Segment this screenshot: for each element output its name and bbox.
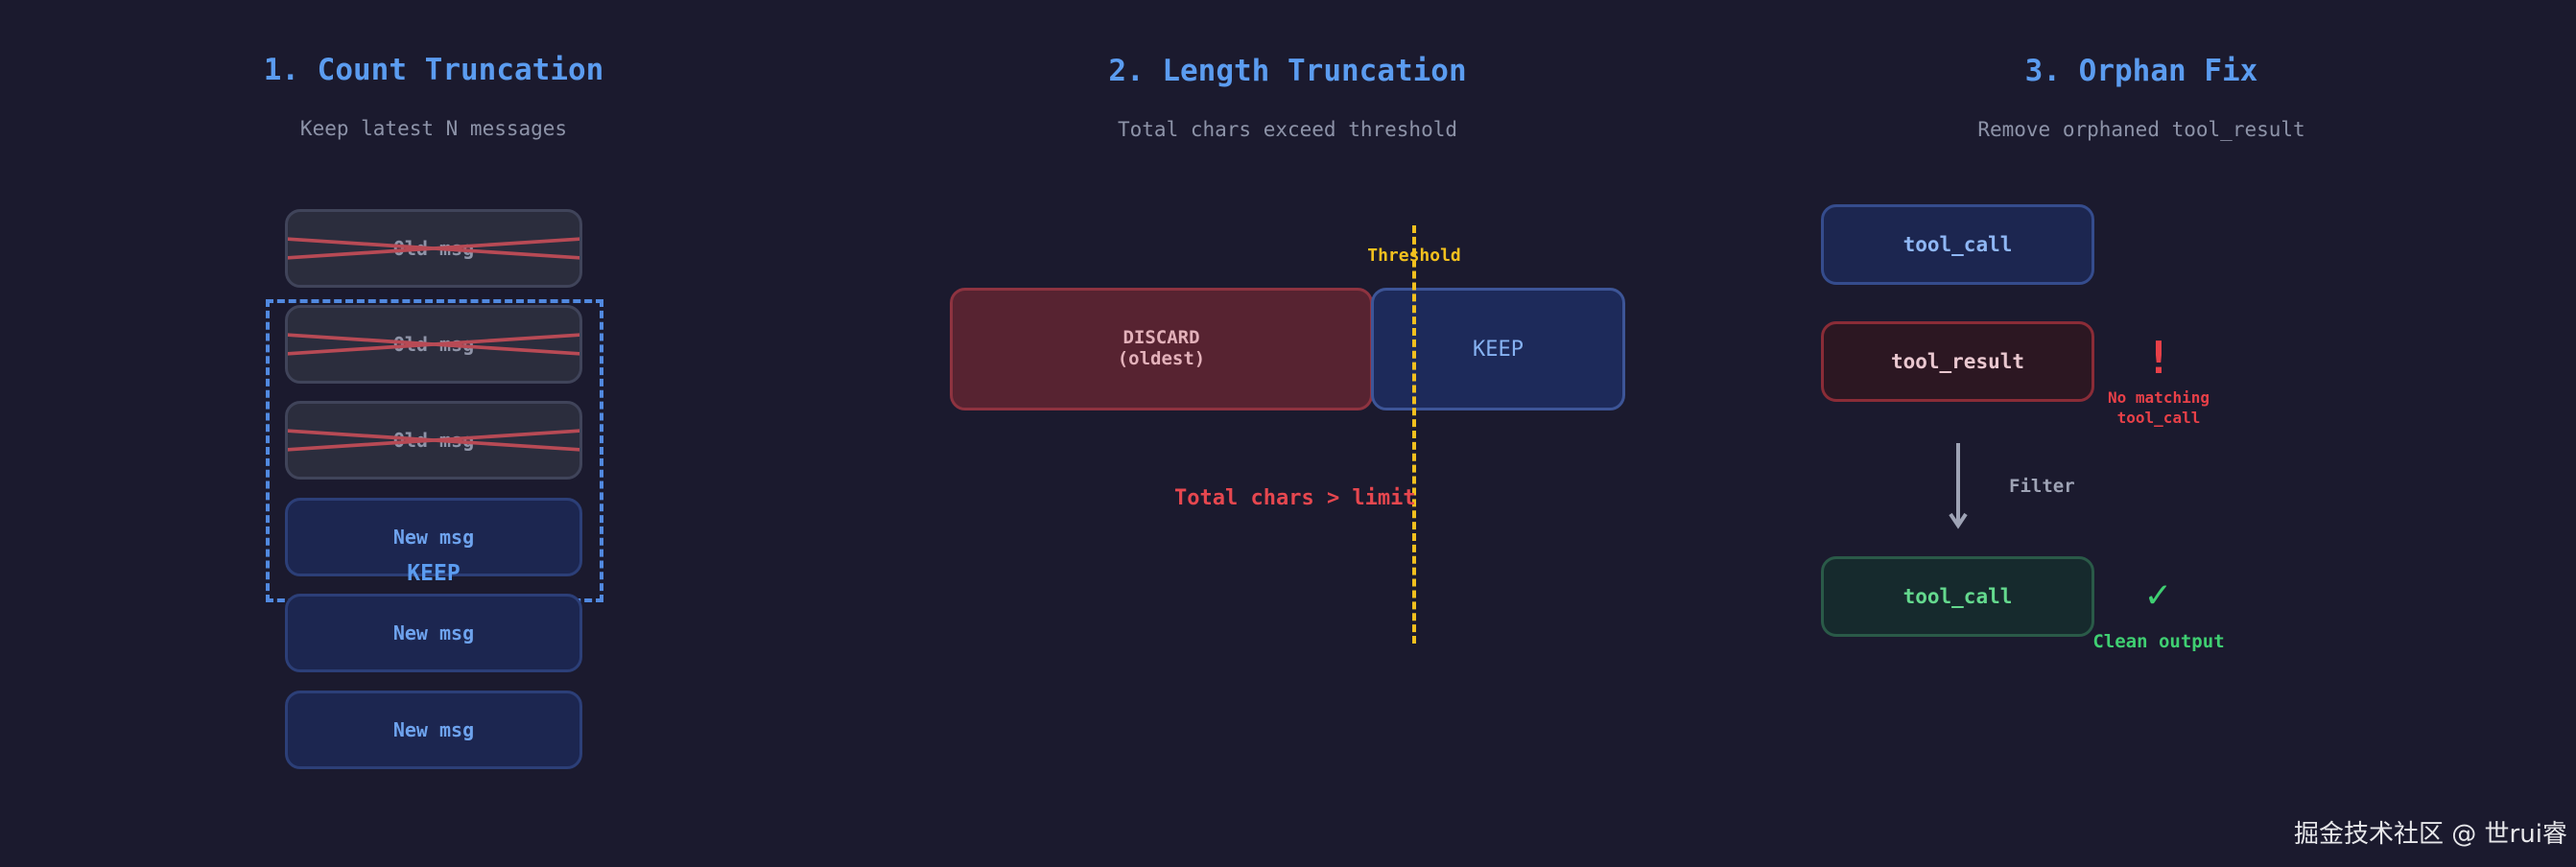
watermark: 掘金技术社区 @ 世rui睿 (2294, 820, 2567, 849)
warning-line: tool_call (2116, 408, 2201, 427)
clean-output-label: Clean output (2092, 631, 2225, 652)
message-label: New msg (392, 718, 475, 741)
length-truncation-subtitle: Total chars exceed threshold (1117, 118, 1458, 141)
discard-label: DISCARD (1123, 327, 1200, 349)
tool-call-label: tool_call (1902, 233, 2013, 256)
count-truncation-title: 1. Count Truncation (263, 53, 604, 87)
message-box-old: Old msg (285, 209, 582, 288)
tool-call-box: tool_call (1821, 204, 2094, 285)
message-label: Old msg (392, 237, 475, 260)
orphan-fix-subtitle: Remove orphaned tool_result (1977, 118, 2305, 141)
filter-label: Filter (2009, 476, 2075, 497)
limit-label: Total chars > limit (1174, 486, 1416, 510)
warning-text: No matching tool_call (2108, 388, 2210, 429)
message-box-old: Old msg (285, 305, 582, 384)
message-box-new: New msg (285, 691, 582, 769)
message-label: Old msg (392, 429, 475, 452)
discard-block: DISCARD (oldest) (950, 288, 1373, 410)
message-box-new: New msg (285, 498, 582, 576)
down-arrow-icon (1949, 443, 1968, 529)
tool-result-box: tool_result (1821, 321, 2094, 402)
orphan-fix-title: 3. Orphan Fix (2024, 54, 2258, 88)
message-label: New msg (392, 621, 475, 644)
check-icon: ✓ (2145, 573, 2170, 617)
tool-result-label: tool_result (1890, 350, 2025, 373)
threshold-label: Threshold (1367, 246, 1461, 266)
length-truncation-title: 2. Length Truncation (1108, 54, 1467, 88)
keep-block-label: KEEP (1473, 337, 1524, 362)
message-label: Old msg (392, 333, 475, 356)
keep-window-label: KEEP (407, 561, 461, 586)
warning-line: No matching (2108, 388, 2210, 407)
discard-sublabel: (oldest) (1117, 348, 1206, 369)
clean-tool-call-box: tool_call (1821, 556, 2094, 637)
count-truncation-subtitle: Keep latest N messages (299, 117, 568, 140)
warning-icon: ! (2145, 332, 2172, 384)
message-box-old: Old msg (285, 401, 582, 480)
keep-block: KEEP (1371, 288, 1625, 410)
message-label: New msg (392, 526, 475, 549)
message-box-new: New msg (285, 594, 582, 672)
threshold-line (1412, 225, 1416, 644)
clean-tool-call-label: tool_call (1902, 585, 2013, 608)
